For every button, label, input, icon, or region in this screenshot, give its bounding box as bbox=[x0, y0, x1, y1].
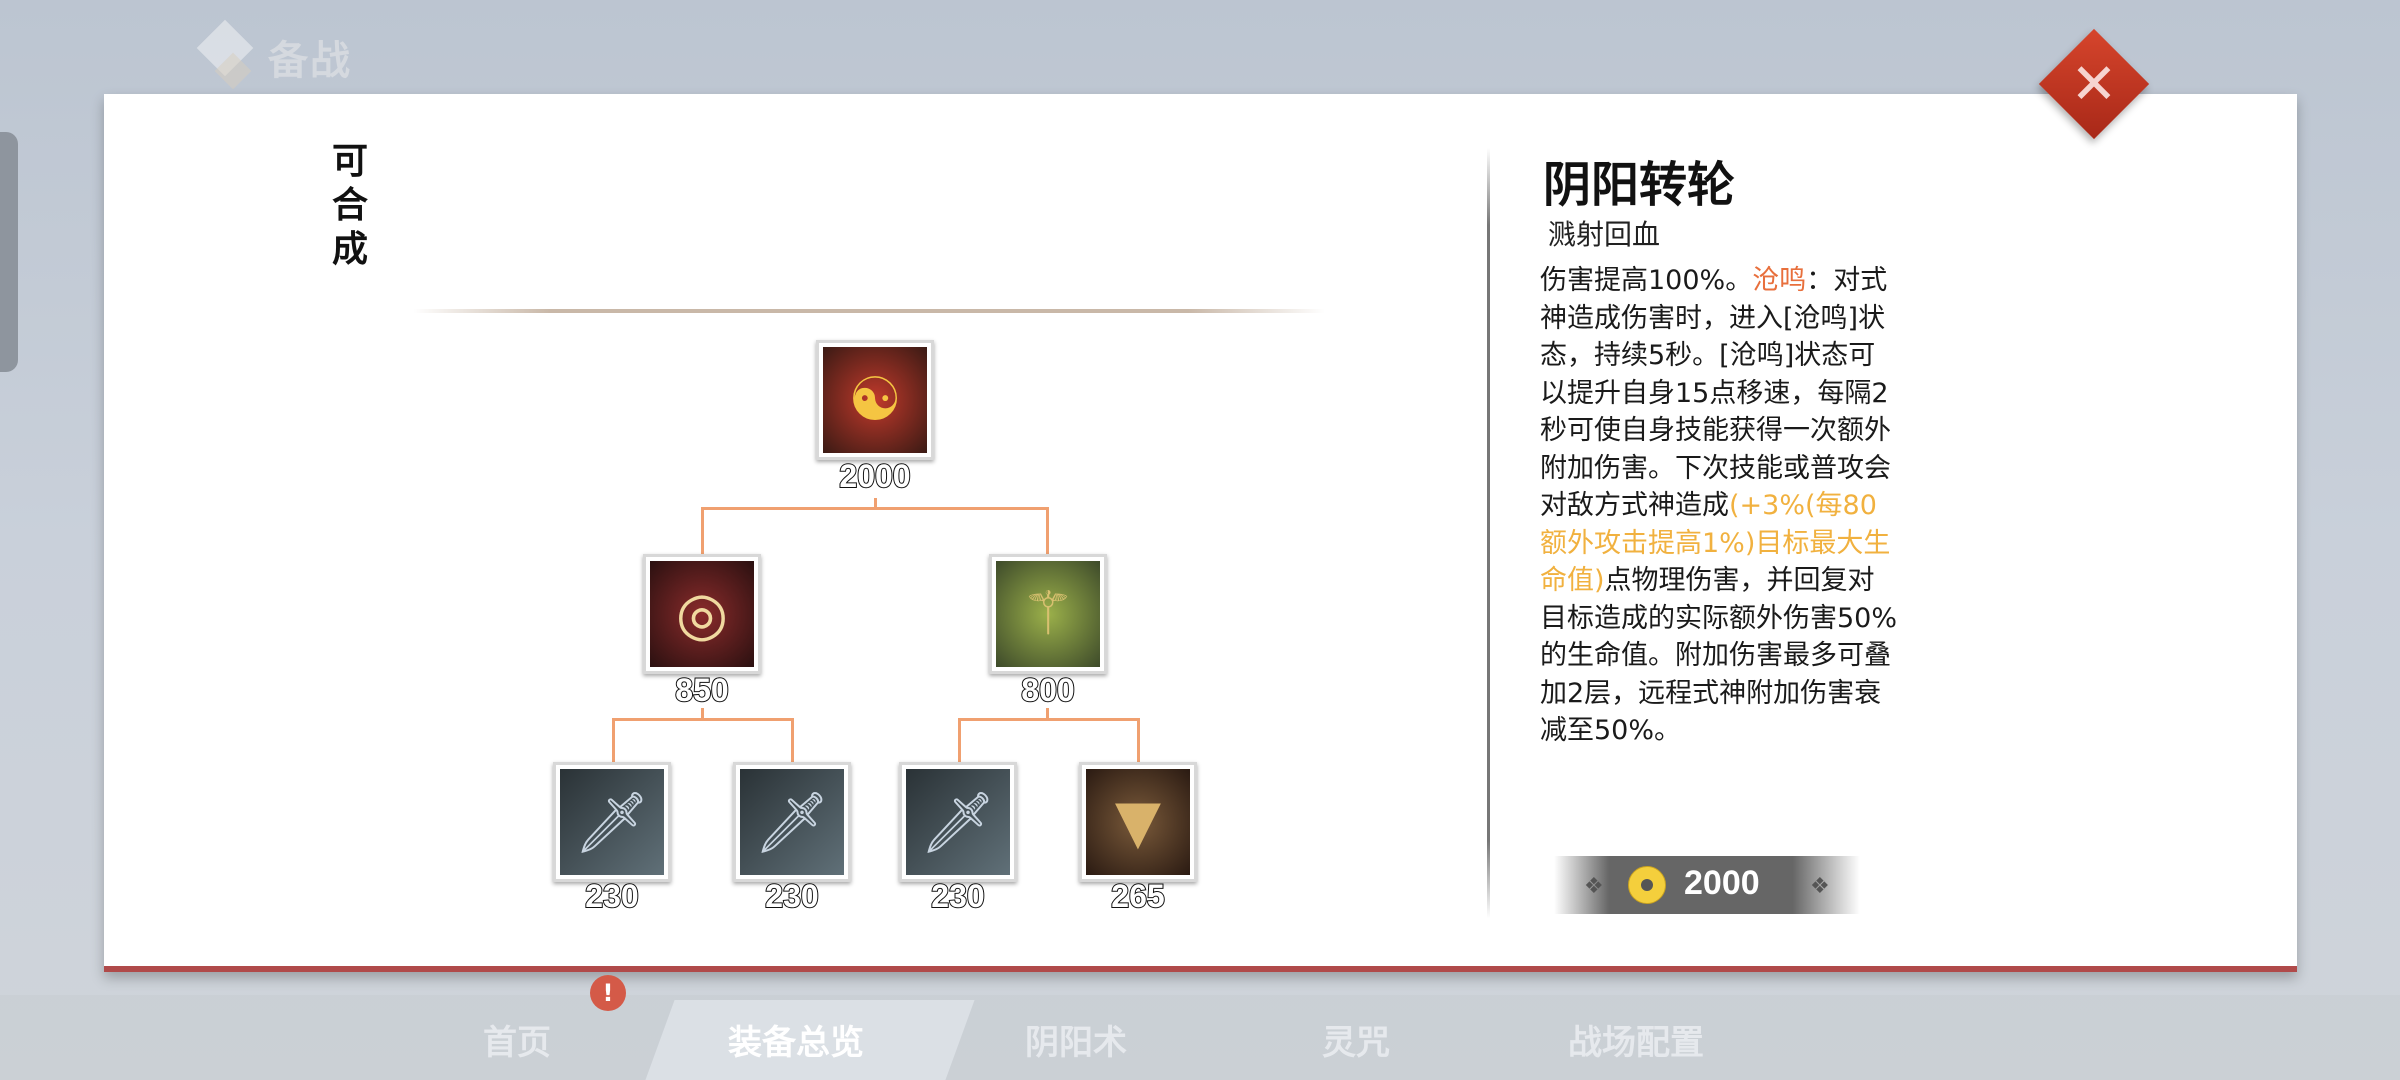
item-green-staff[interactable]: ⚚ bbox=[989, 554, 1107, 674]
item-detail-panel bbox=[104, 94, 2297, 972]
item-feather-ring[interactable]: ◎ bbox=[643, 554, 761, 674]
description-segment: 点物理伤害，并回复对目标造成的实际额外伤害50%的生命值。附加伤害最多可叠加2层… bbox=[1540, 565, 1898, 746]
tree-connector bbox=[701, 507, 704, 554]
item-cost: 2000 bbox=[1684, 864, 1760, 902]
bottom-nav: 首页 装备总览 阴阳术 灵咒 战场配置 bbox=[0, 995, 2400, 1080]
katana-icon: 🗡 bbox=[906, 769, 1010, 875]
katana-icon: 🗡 bbox=[740, 769, 844, 875]
tree-connector bbox=[701, 708, 704, 720]
green-staff-icon: ⚚ bbox=[996, 561, 1100, 667]
item-price: 850 bbox=[674, 671, 729, 709]
close-icon: ✕ bbox=[2070, 51, 2118, 117]
tree-connector bbox=[1046, 507, 1049, 554]
item-price: 2000 bbox=[838, 457, 911, 495]
diamond-ornament-icon: ❖ bbox=[1584, 874, 1604, 899]
item-price: 230 bbox=[764, 877, 819, 915]
tab-spell[interactable]: 灵咒 bbox=[1322, 1023, 1390, 1063]
tree-connector bbox=[958, 718, 1140, 721]
notification-badge: ! bbox=[590, 975, 626, 1011]
description-segment: 沧鸣 bbox=[1752, 265, 1807, 296]
tab-battle-config[interactable]: 战场配置 bbox=[1568, 1023, 1704, 1063]
item-price: 230 bbox=[930, 877, 985, 915]
description-segment: 伤害提高100%。 bbox=[1540, 265, 1753, 296]
tab-home[interactable]: 首页 bbox=[483, 1023, 551, 1063]
description-segment: ：对式神造成伤害时，进入[沧鸣]状态，持续5秒。[沧鸣]状态可以提升自身15点移… bbox=[1540, 265, 1891, 521]
close-button[interactable]: ✕ bbox=[2038, 28, 2150, 140]
item-title: 阴阳转轮 bbox=[1543, 157, 1736, 213]
section-label-craftable: 可合成 bbox=[331, 141, 368, 270]
item-price: 265 bbox=[1110, 877, 1165, 915]
item-katana[interactable]: 🗡 bbox=[733, 762, 851, 882]
tab-onmyodo[interactable]: 阴阳术 bbox=[1025, 1023, 1127, 1063]
yin-yang-wheel-icon: ☯ bbox=[823, 347, 927, 453]
coin-icon bbox=[1628, 866, 1666, 904]
item-description: 伤害提高100%。沧鸣：对式神造成伤害时，进入[沧鸣]状态，持续5秒。[沧鸣]状… bbox=[1540, 262, 1900, 750]
katana-icon: 🗡 bbox=[560, 769, 664, 875]
header-title: 备战 bbox=[268, 38, 352, 84]
item-root-yin-yang-wheel[interactable]: ☯ bbox=[816, 340, 934, 460]
description-segment: (+3%(每80额外攻击提高1%)目标最大生命值) bbox=[1540, 490, 1891, 596]
item-subtitle: 溅射回血 bbox=[1548, 218, 1661, 251]
tree-connector bbox=[874, 498, 877, 510]
side-drawer-handle[interactable] bbox=[0, 132, 18, 372]
item-price: 800 bbox=[1020, 671, 1075, 709]
item-katana[interactable]: 🗡 bbox=[553, 762, 671, 882]
tree-connector bbox=[791, 718, 794, 762]
item-cost-bar: ❖ 2000 ❖ bbox=[1554, 856, 1860, 914]
diamond-ornament-icon: ❖ bbox=[1810, 874, 1830, 899]
tab-equipment-overview[interactable]: 装备总览 bbox=[728, 1023, 864, 1063]
tree-connector bbox=[958, 718, 961, 762]
tree-connector bbox=[1046, 708, 1049, 720]
tree-connector bbox=[612, 718, 794, 721]
item-price: 230 bbox=[584, 877, 639, 915]
item-talisman[interactable]: ▼ bbox=[1079, 762, 1197, 882]
tree-connector bbox=[1137, 718, 1140, 762]
section-divider bbox=[413, 309, 1325, 313]
tree-connector bbox=[612, 718, 615, 762]
feather-ring-icon: ◎ bbox=[650, 561, 754, 667]
panel-divider bbox=[1487, 148, 1490, 918]
tree-connector bbox=[701, 507, 1049, 510]
talisman-icon: ▼ bbox=[1086, 769, 1190, 875]
item-katana[interactable]: 🗡 bbox=[899, 762, 1017, 882]
